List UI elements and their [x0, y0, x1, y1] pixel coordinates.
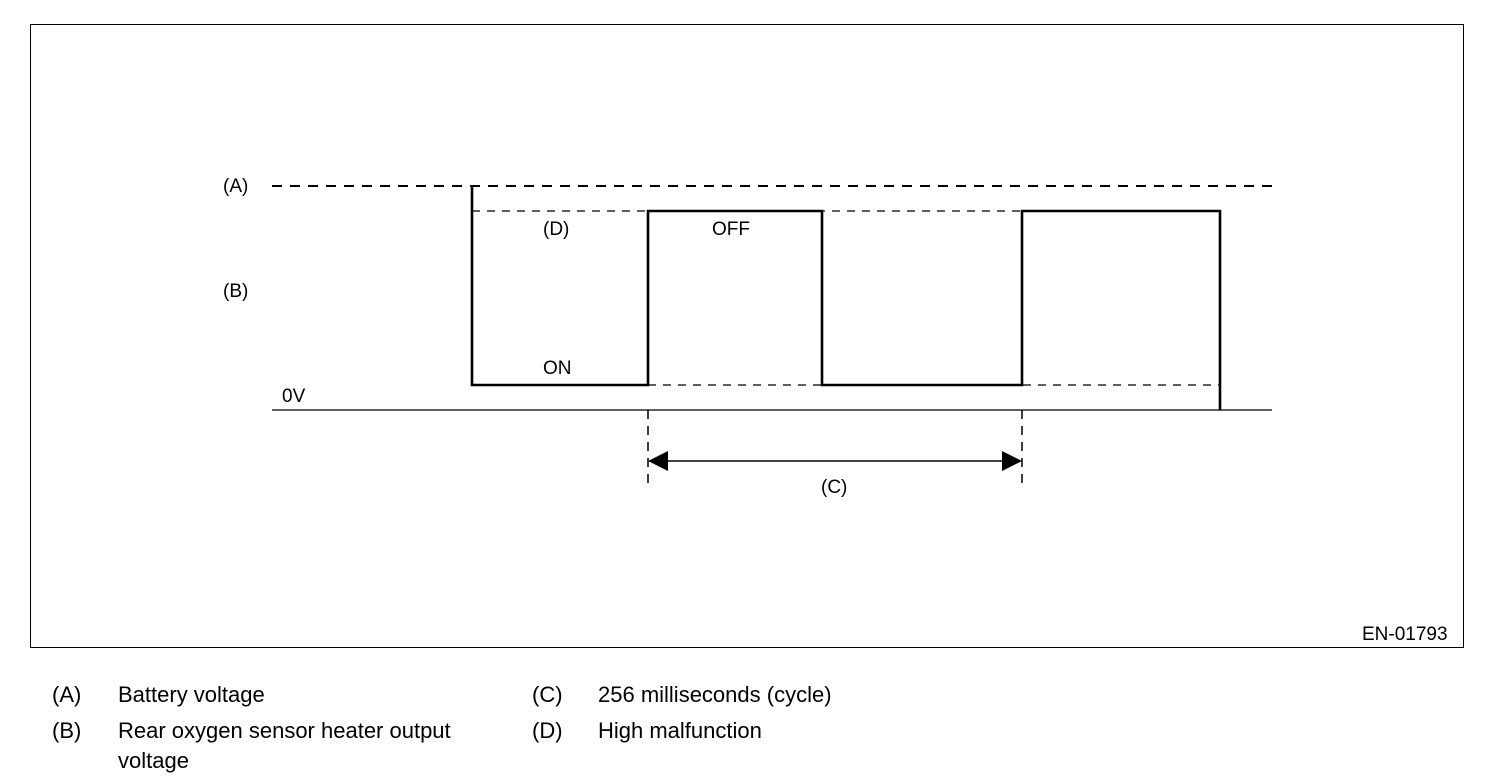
label-zero-volt: 0V: [282, 386, 306, 407]
label-a: (A): [223, 176, 249, 197]
legend-text-c: 256 milliseconds (cycle): [598, 682, 832, 707]
label-d: (D): [543, 219, 570, 240]
label-off: OFF: [712, 219, 750, 240]
legend-text-b: Rear oxygen sensor heater output voltage: [118, 718, 451, 773]
figure-code: EN-01793: [1362, 624, 1448, 645]
legend-key-a: (A): [52, 682, 82, 707]
cycle-arrow-left-head: [648, 451, 668, 471]
heater-output-waveform: [470, 186, 1222, 410]
diagram-frame: [30, 24, 1464, 648]
label-c: (C): [821, 477, 848, 498]
legend-key-c: (C): [532, 682, 563, 707]
label-b: (B): [223, 281, 249, 302]
legend-key-b: (B): [52, 718, 82, 743]
legend-text-a: Battery voltage: [118, 682, 265, 707]
legend-key-d: (D): [532, 718, 563, 743]
label-on: ON: [543, 358, 572, 379]
legend-text-d: High malfunction: [598, 718, 762, 743]
cycle-arrow-right-head: [1002, 451, 1022, 471]
